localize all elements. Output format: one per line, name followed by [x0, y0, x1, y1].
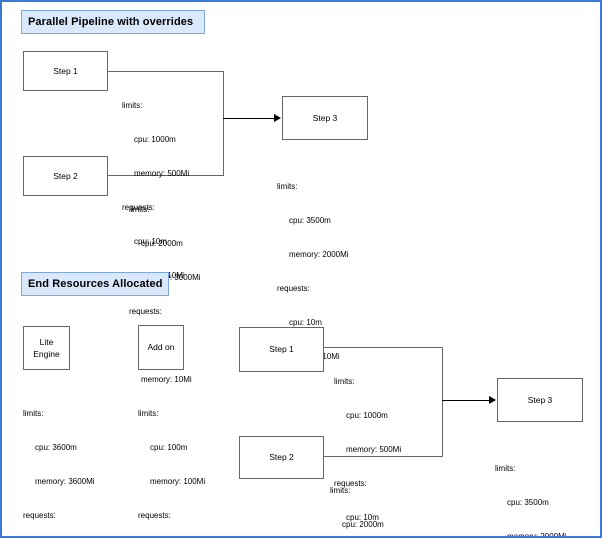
spec-top-step-3-limits-label: limits:: [277, 181, 298, 191]
spec-top-step-1-requests-cpu: cpu: 10m: [134, 237, 167, 247]
spec-bottom-step-2: limits: cpu: 2000m memory: 3000Mi reques…: [330, 462, 402, 536]
node-lite-engine-label-line1: Lite: [39, 336, 54, 347]
spec-lite-engine-limits-memory: memory: 3600Mi: [35, 476, 95, 486]
spec-top-step-3-requests-cpu: cpu: 10m: [289, 318, 322, 328]
section-title-end-resources-label: End Resources Allocated: [28, 278, 163, 290]
spec-add-on-limits-cpu: cpu: 100m: [150, 442, 188, 452]
connector-top-merge-to-step3: [223, 118, 274, 119]
spec-bottom-step-1-requests-cpu: cpu: 10m: [346, 513, 379, 523]
connector-bottom-merge-to-step3: [442, 400, 489, 401]
node-add-on[interactable]: Add on: [138, 325, 184, 370]
spec-lite-engine-requests-label: requests:: [23, 510, 56, 520]
spec-bottom-step-1: limits: cpu: 1000m memory: 500Mi request…: [334, 353, 402, 536]
node-bottom-step-3-label: Step 3: [527, 394, 553, 405]
spec-top-step-1-limits-memory: memory: 500Mi: [134, 168, 190, 178]
spec-add-on-limits-memory: memory: 100Mi: [150, 476, 206, 486]
node-bottom-step-2[interactable]: Step 2: [239, 436, 324, 479]
node-bottom-step-1-label: Step 1: [269, 344, 294, 355]
spec-top-step-1-requests-label: requests:: [122, 202, 155, 212]
spec-top-step-3-limits-memory: memory: 2000Mi: [289, 249, 349, 259]
arrow-head-top-step3: [274, 114, 281, 122]
node-lite-engine-label-line2: Engine: [33, 349, 60, 359]
connector-top-merge-vertical: [223, 71, 224, 176]
spec-top-step-2-limits-cpu: cpu: 2000m: [141, 238, 183, 248]
spec-bottom-step-3: limits: cpu: 3500m memory: 2000Mi reques…: [495, 440, 567, 538]
spec-top-step-2-requests-memory: memory: 10Mi: [141, 375, 192, 385]
spec-bottom-step-3-limits-memory: memory: 2000Mi: [507, 531, 567, 538]
spec-bottom-step-1-limits-label: limits:: [334, 376, 355, 386]
spec-bottom-step-1-limits-cpu: cpu: 1000m: [346, 410, 388, 420]
spec-add-on: limits: cpu: 100m memory: 100Mi requests…: [138, 385, 206, 536]
spec-lite-engine-limits-cpu: cpu: 3600m: [35, 442, 77, 452]
spec-top-step-2-requests-label: requests:: [129, 306, 162, 316]
spec-add-on-requests-label: requests:: [138, 510, 171, 520]
spec-top-step-1-limits-cpu: cpu: 1000m: [134, 134, 176, 144]
section-title-end-resources[interactable]: End Resources Allocated: [21, 272, 169, 296]
spec-add-on-limits-label: limits:: [138, 408, 159, 418]
node-bottom-step-3[interactable]: Step 3: [497, 378, 583, 422]
node-lite-engine[interactable]: Lite Engine: [23, 326, 70, 370]
node-top-step-3[interactable]: Step 3: [282, 96, 368, 140]
spec-top-step-3-requests-label: requests:: [277, 283, 310, 293]
node-top-step-2-label: Step 2: [53, 170, 78, 181]
spec-bottom-step-3-limits-cpu: cpu: 3500m: [507, 497, 549, 507]
arrow-head-bottom-step3: [489, 396, 496, 404]
spec-lite-engine-limits-label: limits:: [23, 408, 44, 418]
spec-bottom-step-2-limits-label: limits:: [330, 485, 351, 495]
spec-bottom-step-1-requests-label: requests:: [334, 478, 367, 488]
spec-lite-engine: limits: cpu: 3600m memory: 3600Mi reques…: [23, 385, 95, 536]
spec-bottom-step-1-limits-memory: memory: 500Mi: [346, 444, 402, 454]
spec-top-step-3-limits-cpu: cpu: 3500m: [289, 215, 331, 225]
spec-bottom-step-2-limits-cpu: cpu: 2000m: [342, 519, 384, 529]
node-add-on-label: Add on: [147, 342, 175, 353]
node-bottom-step-1[interactable]: Step 1: [239, 327, 324, 372]
connector-bottom-merge-vertical: [442, 347, 443, 457]
spec-top-step-2-limits-label: limits:: [129, 204, 150, 214]
section-title-parallel-pipeline-label: Parallel Pipeline with overrides: [28, 16, 194, 28]
connector-top-step1-horizontal: [108, 71, 223, 72]
connector-bottom-step2-horizontal: [324, 456, 442, 457]
node-bottom-step-2-label: Step 2: [269, 452, 294, 463]
section-title-parallel-pipeline[interactable]: Parallel Pipeline with overrides: [21, 10, 205, 34]
connector-bottom-step1-horizontal: [324, 347, 442, 348]
spec-top-step-1-limits-label: limits:: [122, 100, 143, 110]
node-top-step-1-label: Step 1: [53, 65, 78, 76]
connector-top-step2-horizontal: [108, 175, 223, 176]
node-top-step-2[interactable]: Step 2: [23, 156, 108, 196]
node-top-step-1[interactable]: Step 1: [23, 51, 108, 91]
spec-bottom-step-3-limits-label: limits:: [495, 463, 516, 473]
node-top-step-3-label: Step 3: [312, 112, 338, 123]
